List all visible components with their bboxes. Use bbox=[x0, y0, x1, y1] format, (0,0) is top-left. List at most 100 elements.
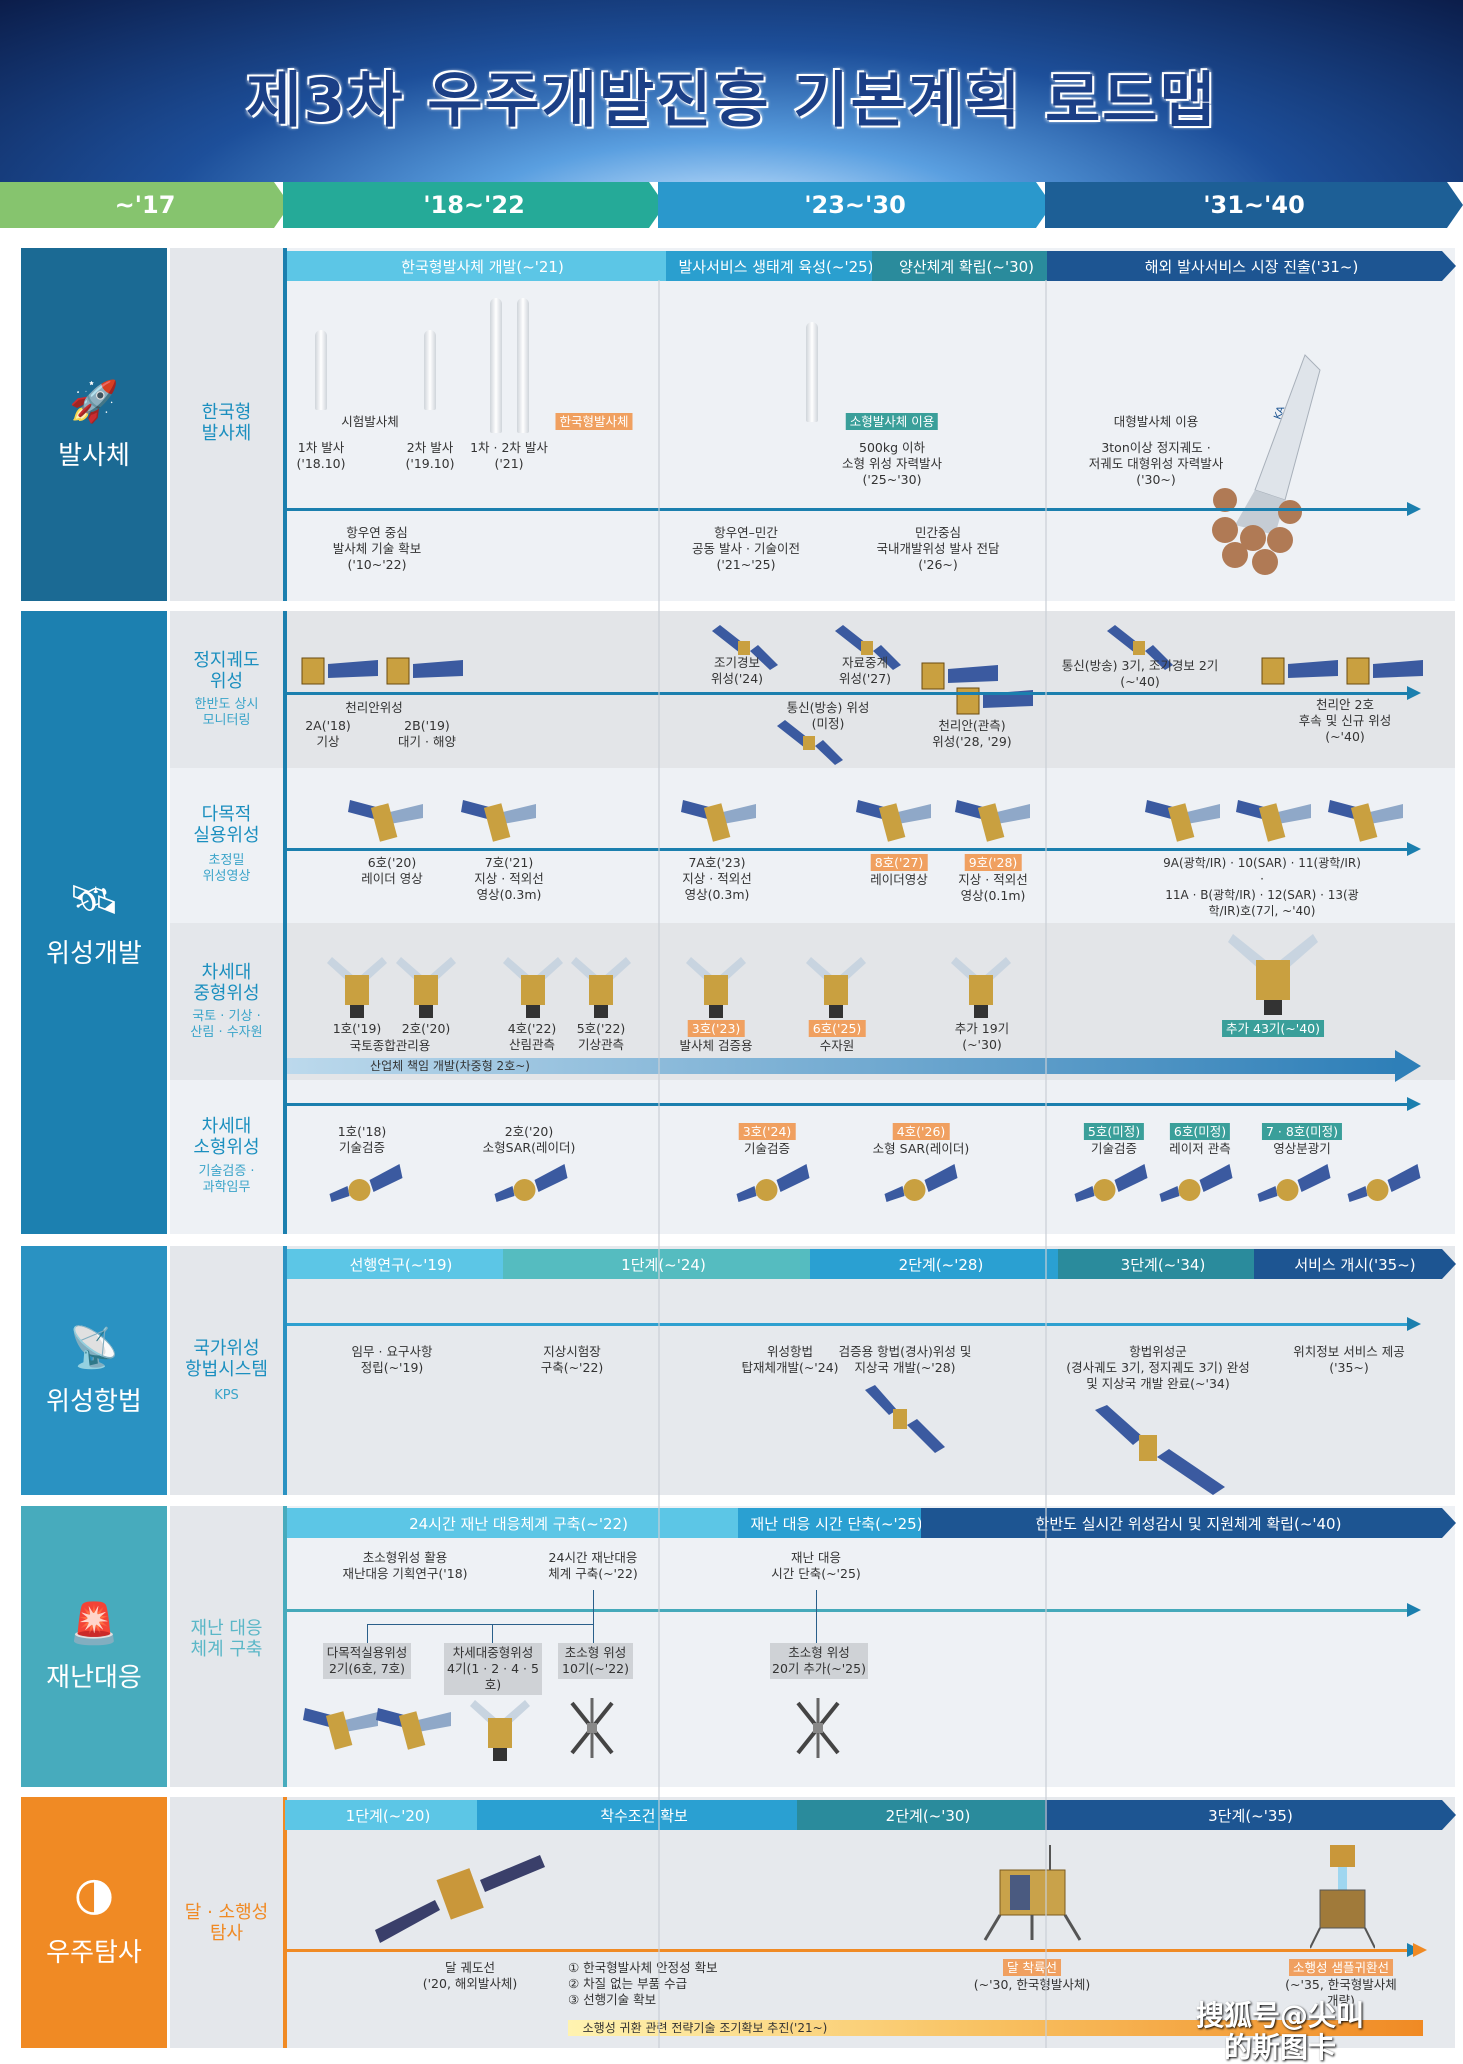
cas-land-use: 국토종합관리용 bbox=[349, 1038, 431, 1053]
nav-item: 임무 · 요구사항 정립(~'19) bbox=[351, 1344, 433, 1375]
rocket-kslv-2 bbox=[517, 298, 529, 433]
small-6-badge: 6호(미정) bbox=[1169, 1123, 1231, 1140]
small-3: 기술검증 bbox=[743, 1141, 791, 1156]
asset-box: 다목적실용위성 2기(6호, 7호) bbox=[323, 1643, 411, 1679]
satellite-image bbox=[1142, 790, 1222, 849]
stage-kslv-dev: 한국형발사체 개발(~'21) bbox=[285, 251, 680, 281]
asset-box: 초소형 위성 20기 추가(~'25) bbox=[770, 1643, 868, 1679]
label-small: 차세대 소형위성 bbox=[193, 1116, 260, 1158]
geo-2a: 2A('18) 기상 bbox=[305, 718, 351, 749]
small-3-badge: 3호('24) bbox=[738, 1123, 796, 1140]
stage-nav-2: 2단계(~'28) bbox=[810, 1249, 1072, 1279]
sub-kompsat: 초정밀 위성영상 bbox=[202, 853, 251, 884]
asset-box: 초소형 위성 10기(~'22) bbox=[558, 1643, 633, 1679]
label-lunar-asteroid: 달 · 소행성 탐사 bbox=[184, 1902, 269, 1944]
cas-row bbox=[283, 923, 1455, 1080]
industry-dev-arrow bbox=[287, 1058, 1397, 1074]
industry-arrowhead bbox=[1395, 1050, 1421, 1082]
label-disaster: 재난 대응 체계 구축 bbox=[190, 1618, 263, 1660]
nav-item: 항법위성군 (경사궤도 3기, 정지궤도 3기) 완성 및 지상국 개발 완료(… bbox=[1066, 1344, 1250, 1391]
category-launch-vehicle: 🚀발사체 bbox=[21, 248, 167, 601]
cas-6-badge: 6호('25) bbox=[808, 1020, 866, 1037]
sample-return: (~'35, 한국형발사체 개량) bbox=[1285, 1977, 1397, 2008]
small-78-badge: 7 · 8호(미정) bbox=[1261, 1123, 1343, 1140]
connector-line bbox=[367, 1624, 368, 1643]
sub-geo: 한반도 상시 모니터링 bbox=[194, 697, 259, 728]
comm-sat: 통신(방송) 위성 (미정) bbox=[786, 700, 870, 731]
axis-line bbox=[283, 248, 287, 601]
exploration-arrow bbox=[287, 1943, 1421, 1957]
sub-column bbox=[170, 768, 283, 923]
satellite-image bbox=[328, 1162, 403, 1206]
cas-extra-19: 추가 19기 (~'30) bbox=[954, 1021, 1010, 1052]
lunar-lander-image bbox=[983, 1845, 1082, 1941]
stage-overseas-market: 해외 발사서비스 시장 진출('31~) bbox=[1047, 251, 1456, 281]
satellite-image bbox=[1073, 1162, 1148, 1206]
sub-column bbox=[170, 1246, 283, 1495]
disaster-24h-system: 24시간 재난대응 체계 구축(~'22) bbox=[548, 1550, 638, 1581]
geo-arrow bbox=[287, 686, 1421, 700]
stage-prerequisites: 착수조건 확보 bbox=[477, 1800, 811, 1830]
satellite-image bbox=[300, 1698, 380, 1757]
cas-4: 4호('22) 산림관측 bbox=[507, 1021, 557, 1052]
satellite-image bbox=[951, 955, 1011, 1024]
satellite-image bbox=[710, 625, 780, 674]
connector-line bbox=[593, 1590, 594, 1644]
kompsat-9: 지상 · 적외선 영상(0.1m) bbox=[958, 872, 1028, 903]
label-kompsat: 다목적 실용위성 bbox=[193, 804, 260, 846]
kompsat-row bbox=[283, 768, 1455, 923]
satellite-image bbox=[952, 790, 1032, 849]
stage-nav-1: 1단계(~'24) bbox=[503, 1249, 824, 1279]
satellite-image bbox=[883, 1162, 958, 1206]
watermark: 搜狐号@尖叫的斯图卡 bbox=[1195, 1999, 1364, 2064]
small-sat-arrow bbox=[287, 1097, 1421, 1111]
header-banner bbox=[0, 0, 1463, 182]
industry-dev-label: 산업체 책임 개발(차중형 2호~) bbox=[370, 1059, 530, 1073]
satellite-image bbox=[1095, 1405, 1225, 1499]
small-5-badge: 5호(미정) bbox=[1083, 1123, 1145, 1140]
exploration-arrowhead bbox=[1413, 1943, 1427, 1957]
category-label: 위성개발 bbox=[46, 938, 142, 969]
category-label: 우주탐사 bbox=[46, 1938, 142, 1968]
cas-6: 수자원 bbox=[819, 1038, 855, 1053]
period-divider bbox=[658, 280, 660, 2048]
satellite-image bbox=[300, 650, 380, 694]
label-kslv: 한국형 발사체 bbox=[201, 402, 252, 444]
satellite-image bbox=[735, 1162, 810, 1206]
sub-cas: 국토 · 기상 · 산림 · 수자원 bbox=[190, 1009, 263, 1040]
kslv-badge: 한국형발사체 bbox=[555, 413, 633, 430]
strategy-label: 소행성 귀환 관련 전략기술 조기확보 추진('21~) bbox=[582, 2021, 828, 2035]
axis-line bbox=[283, 1246, 287, 1495]
test-vehicle-label: 시험발사체 bbox=[341, 414, 399, 429]
sub-column bbox=[170, 1797, 283, 2048]
lunar-lander: (~'30, 한국형발사체) bbox=[973, 1977, 1091, 1992]
stage-nav-service: 서비스 개시('35~) bbox=[1254, 1249, 1456, 1279]
small-5: 기술검증 bbox=[1090, 1141, 1138, 1156]
satellite-image bbox=[396, 955, 456, 1024]
rocket-test-2 bbox=[424, 330, 436, 410]
category-label: 발사체 bbox=[58, 440, 130, 471]
sub-column bbox=[170, 1080, 283, 1234]
relay-sat: 자료중계 위성('27) bbox=[838, 655, 892, 686]
satellite-image bbox=[503, 955, 563, 1024]
satellite-image bbox=[1158, 1162, 1233, 1206]
stage-nav-3: 3단계(~'34) bbox=[1058, 1249, 1268, 1279]
satellite-image bbox=[571, 955, 631, 1024]
satellite-image bbox=[788, 1698, 848, 1762]
satellite-image bbox=[562, 1698, 622, 1762]
satellite-image bbox=[1105, 625, 1175, 674]
phase-kari: 항우연 중심 발사체 기술 확보 ('10~'22) bbox=[332, 525, 422, 572]
nav-item: 위치정보 서비스 제공 ('35~) bbox=[1293, 1344, 1405, 1375]
small-78: 영상분광기 bbox=[1273, 1141, 1331, 1156]
period-2031-2040: '31~'40 bbox=[1045, 182, 1463, 228]
stage-mass-production: 양산체계 확립(~'30) bbox=[872, 251, 1061, 281]
phase-kari-private: 항우연–민간 공동 발사 · 기술이전 ('21~'25) bbox=[692, 525, 800, 572]
launch-1: 1차 발사 ('18.10) bbox=[296, 440, 346, 471]
geo-row bbox=[283, 611, 1455, 768]
launch-timeline-arrow bbox=[287, 502, 1421, 516]
cas-extra-43-badge: 추가 43기(~'40) bbox=[1222, 1020, 1324, 1037]
sub-column bbox=[170, 923, 283, 1080]
satellite-image bbox=[373, 1698, 453, 1757]
cas-3: 발사체 검증용 bbox=[679, 1038, 753, 1053]
page-title: 제3차 우주개발진흥 기본계획 로드맵 bbox=[246, 66, 1217, 136]
